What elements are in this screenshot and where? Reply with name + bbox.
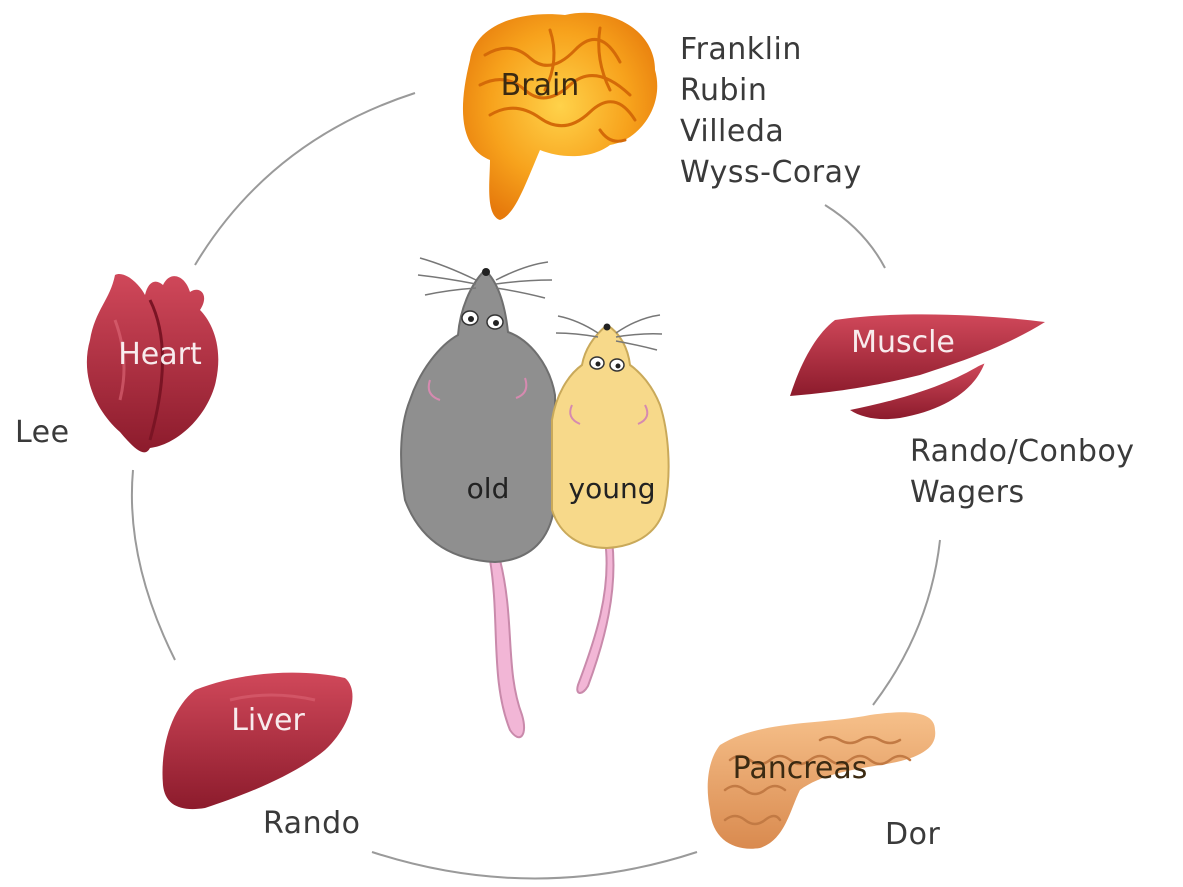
- researcher-name: Franklin: [680, 29, 862, 70]
- researcher-name: Rubin: [680, 70, 862, 111]
- arc-brain-muscle: [825, 205, 885, 268]
- arc-pancreas-liver: [372, 852, 697, 879]
- researcher-name: Dor: [885, 814, 940, 855]
- arc-liver-heart: [132, 470, 175, 660]
- researcher-name: Wyss-Coray: [680, 152, 862, 193]
- pancreas-researchers: Dor: [885, 814, 940, 855]
- brain-label: Brain: [501, 68, 580, 103]
- heart-researchers: Lee: [15, 412, 70, 453]
- old-mouse-label: old: [467, 472, 510, 505]
- researcher-name: Lee: [15, 412, 70, 453]
- liver-label: Liver: [231, 703, 305, 738]
- liver-illustration: [162, 673, 352, 809]
- researcher-name: Rando/Conboy: [910, 431, 1135, 472]
- brain-illustration: [463, 13, 657, 220]
- pancreas-label: Pancreas: [733, 751, 868, 786]
- brain-researchers: Franklin Rubin Villeda Wyss-Coray: [680, 29, 862, 193]
- researcher-name: Rando: [263, 803, 360, 844]
- heart-label: Heart: [118, 337, 202, 372]
- muscle-researchers: Rando/Conboy Wagers: [910, 431, 1135, 513]
- liver-researchers: Rando: [263, 803, 360, 844]
- muscle-label: Muscle: [851, 325, 955, 360]
- young-mouse-label: young: [569, 472, 656, 505]
- arc-brain-heart: [195, 93, 415, 265]
- researcher-name: Villeda: [680, 111, 862, 152]
- arc-muscle-pancreas: [873, 540, 940, 705]
- researcher-name: Wagers: [910, 472, 1135, 513]
